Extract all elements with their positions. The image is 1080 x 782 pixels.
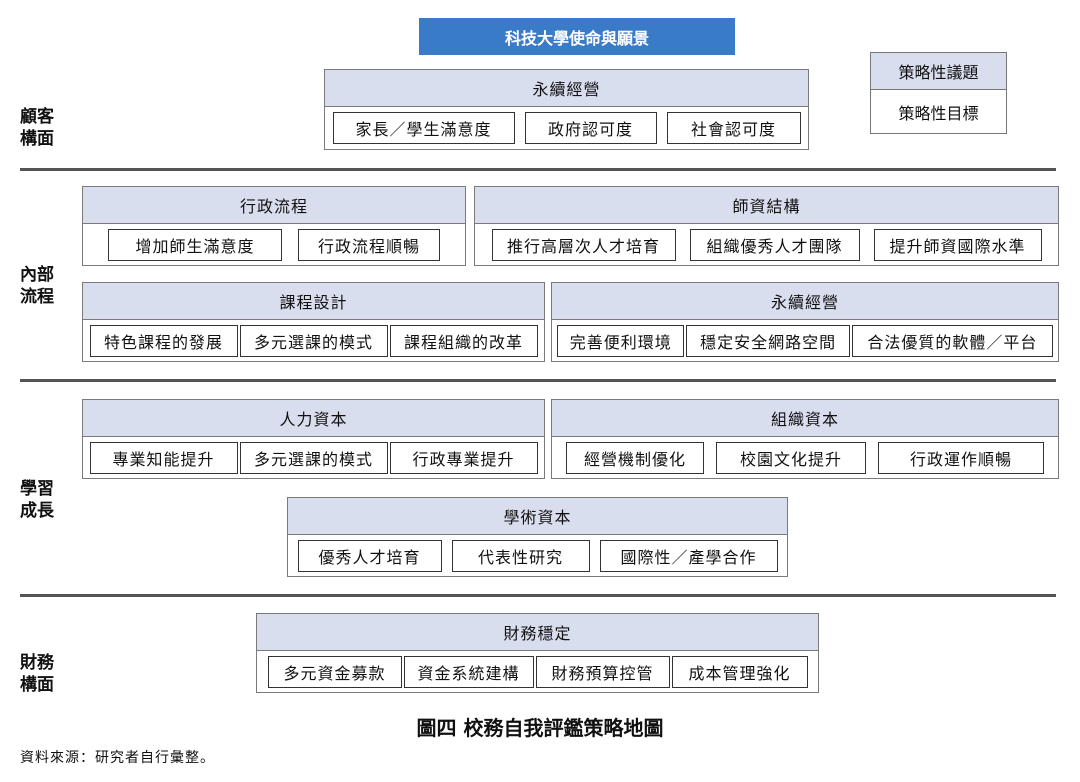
perspective-financial-line2: 構面 <box>20 675 54 695</box>
perspective-customer-line2: 構面 <box>20 129 54 149</box>
goal-item: 增加師生滿意度 <box>108 228 282 261</box>
legend-box: 策略性議題 策略性目標 <box>870 52 1007 134</box>
goal-item: 資金系統建構 <box>403 655 534 688</box>
goal-item: 社會認可度 <box>666 112 801 144</box>
group-admin-process: 行政流程 增加師生滿意度 行政流程順暢 <box>82 186 466 266</box>
goal-item: 成本管理強化 <box>671 655 808 688</box>
group-title: 人力資本 <box>83 400 544 437</box>
goal-item: 家長／學生滿意度 <box>332 112 515 144</box>
perspective-learning-line2: 成長 <box>20 501 54 521</box>
goal-item: 穩定安全網路空間 <box>686 324 850 357</box>
goal-item: 多元選課的模式 <box>239 324 388 357</box>
perspective-learning-label: 學習 成長 <box>20 478 64 522</box>
legend-strategic-goal: 策略性目標 <box>898 104 979 123</box>
mission-vision-banner: 科技大學使命與願景 <box>419 18 735 55</box>
group-curriculum-design: 課程設計 特色課程的發展 多元選課的模式 課程組織的改革 <box>82 282 545 362</box>
source-note: 資料來源：研究者自行彙整。 <box>20 750 215 766</box>
goal-item: 行政運作順暢 <box>878 441 1044 474</box>
goal-item: 經營機制優化 <box>566 441 704 474</box>
perspective-learning-line1: 學習 <box>20 479 54 499</box>
goal-item: 行政專業提升 <box>389 441 538 474</box>
goal-item: 代表性研究 <box>451 539 590 572</box>
perspective-internal-label: 內部 流程 <box>20 264 64 308</box>
group-faculty-structure: 師資結構 推行高層次人才培育 組織優秀人才團隊 提升師資國際水準 <box>474 186 1059 266</box>
group-title: 行政流程 <box>83 187 465 224</box>
perspective-internal-line2: 流程 <box>20 287 54 307</box>
goal-item: 國際性／產學合作 <box>599 539 778 572</box>
goal-item: 校園文化提升 <box>716 441 866 474</box>
group-title: 師資結構 <box>475 187 1058 224</box>
goal-item: 提升師資國際水準 <box>873 228 1042 261</box>
goal-item: 合法優質的軟體／平台 <box>851 324 1053 357</box>
goal-item: 行政流程順暢 <box>298 228 440 261</box>
perspective-customer-label: 顧客 構面 <box>20 106 64 150</box>
goal-item: 特色課程的發展 <box>89 324 238 357</box>
legend-strategic-issue: 策略性議題 <box>871 53 1006 90</box>
group-academic-capital: 學術資本 優秀人才培育 代表性研究 國際性／產學合作 <box>287 497 788 577</box>
goal-item: 財務預算控管 <box>535 655 670 688</box>
perspective-internal-line1: 內部 <box>20 265 54 285</box>
goal-item: 推行高層次人才培育 <box>491 228 676 261</box>
goal-item: 多元資金募款 <box>267 655 402 688</box>
goal-item: 政府認可度 <box>524 112 657 144</box>
perspective-financial-label: 財務 構面 <box>20 652 64 696</box>
goal-item: 組織優秀人才團隊 <box>689 228 860 261</box>
group-title: 財務穩定 <box>257 614 818 651</box>
goal-item: 優秀人才培育 <box>297 539 442 572</box>
group-organizational-capital: 組織資本 經營機制優化 校園文化提升 行政運作順暢 <box>551 399 1059 479</box>
group-title: 永續經營 <box>552 283 1058 320</box>
group-title: 組織資本 <box>552 400 1058 437</box>
group-customer-sustainability: 永續經營 家長／學生滿意度 政府認可度 社會認可度 <box>324 69 809 150</box>
group-title: 永續經營 <box>325 70 808 107</box>
perspective-customer-line1: 顧客 <box>20 107 54 127</box>
group-financial-stability: 財務穩定 多元資金募款 資金系統建構 財務預算控管 成本管理強化 <box>256 613 819 693</box>
figure-caption: 圖四 校務自我評鑑策略地圖 <box>416 716 664 740</box>
separator-customer-internal <box>20 168 1056 171</box>
goal-item: 多元選課的模式 <box>239 441 388 474</box>
group-human-capital: 人力資本 專業知能提升 多元選課的模式 行政專業提升 <box>82 399 545 479</box>
group-title: 課程設計 <box>83 283 544 320</box>
goal-item: 課程組織的改革 <box>389 324 538 357</box>
perspective-financial-line1: 財務 <box>20 653 54 673</box>
separator-learning-financial <box>20 594 1056 597</box>
goal-item: 完善便利環境 <box>557 324 685 357</box>
group-title: 學術資本 <box>288 498 787 535</box>
goal-item: 專業知能提升 <box>89 441 238 474</box>
group-internal-sustainability: 永續經營 完善便利環境 穩定安全網路空間 合法優質的軟體／平台 <box>551 282 1059 362</box>
separator-internal-learning <box>20 379 1056 382</box>
